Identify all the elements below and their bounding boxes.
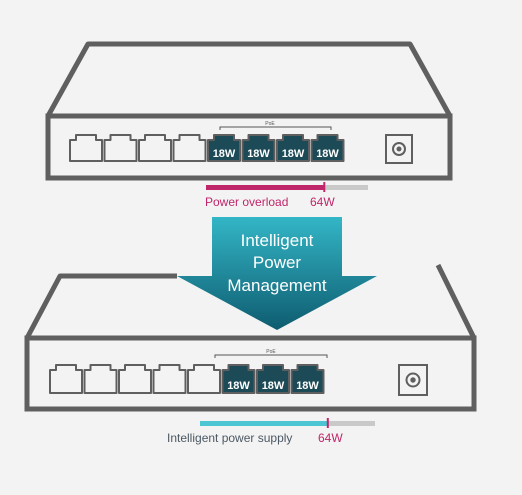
- top-bar-fill: [206, 185, 325, 190]
- bottom-port-4: [152, 364, 187, 394]
- bottom-port-row: 18W 18W 18W: [49, 364, 325, 394]
- intelligent-power-management-arrow: Intelligent Power Management: [177, 217, 377, 330]
- top-port-5-wattage: 18W: [213, 148, 236, 160]
- bottom-power-bar: [200, 418, 375, 428]
- bottom-port-5: [187, 364, 221, 394]
- top-switch-lid: [45, 41, 453, 119]
- top-port-6-poe: [241, 134, 276, 162]
- top-switch: PoE 18W 18W 18W 18W: [45, 41, 453, 181]
- arrow-line-1: Intelligent: [241, 231, 314, 250]
- bottom-port-8-poe: [290, 364, 325, 394]
- bottom-switch: PoE 18W 18W 18W: [24, 263, 477, 412]
- top-port-3: [138, 134, 172, 162]
- top-caption: Power overload: [205, 195, 288, 209]
- bottom-port-1: [49, 364, 83, 394]
- top-port-8-wattage: 18W: [316, 148, 339, 160]
- top-port-2: [103, 134, 138, 162]
- bottom-port-2: [83, 364, 118, 394]
- top-port-7-poe: [276, 134, 310, 162]
- down-arrow-icon: [177, 217, 377, 330]
- bottom-port-7-wattage: 18W: [262, 380, 285, 392]
- bottom-value: 64W: [318, 431, 343, 445]
- bottom-port-7-poe: [256, 364, 290, 394]
- arrow-line-2: Power: [253, 253, 302, 272]
- top-switch-front-panel: [45, 113, 453, 181]
- arrow-line-3: Management: [227, 276, 327, 295]
- top-port-7-wattage: 18W: [282, 148, 305, 160]
- top-port-6-wattage: 18W: [247, 148, 270, 160]
- bottom-power-jack: [398, 364, 428, 396]
- top-power-jack: [385, 134, 413, 164]
- bottom-port-6-wattage: 18W: [227, 380, 250, 392]
- top-poe-label: PoE: [265, 121, 275, 127]
- top-port-8-poe: [310, 134, 345, 162]
- bottom-caption: Intelligent power supply: [167, 431, 292, 445]
- top-power-bar: [206, 182, 368, 192]
- top-poe-bracket: PoE: [219, 121, 332, 130]
- bottom-poe-label: PoE: [266, 349, 276, 355]
- bottom-switch-front-panel: [24, 335, 477, 412]
- bottom-bar-marker: [326, 418, 329, 428]
- top-port-5-poe: [207, 134, 241, 162]
- top-port-4: [172, 134, 207, 162]
- bottom-bar-fill: [200, 421, 328, 426]
- bottom-port-3: [118, 364, 152, 394]
- bottom-poe-bracket: PoE: [214, 349, 328, 358]
- top-bar-marker: [323, 182, 326, 192]
- top-value: 64W: [310, 195, 335, 209]
- top-port-1: [69, 134, 103, 162]
- bottom-port-8-wattage: 18W: [296, 380, 319, 392]
- bottom-port-6-poe: [221, 364, 256, 394]
- top-port-row: 18W 18W 18W 18W: [69, 134, 345, 162]
